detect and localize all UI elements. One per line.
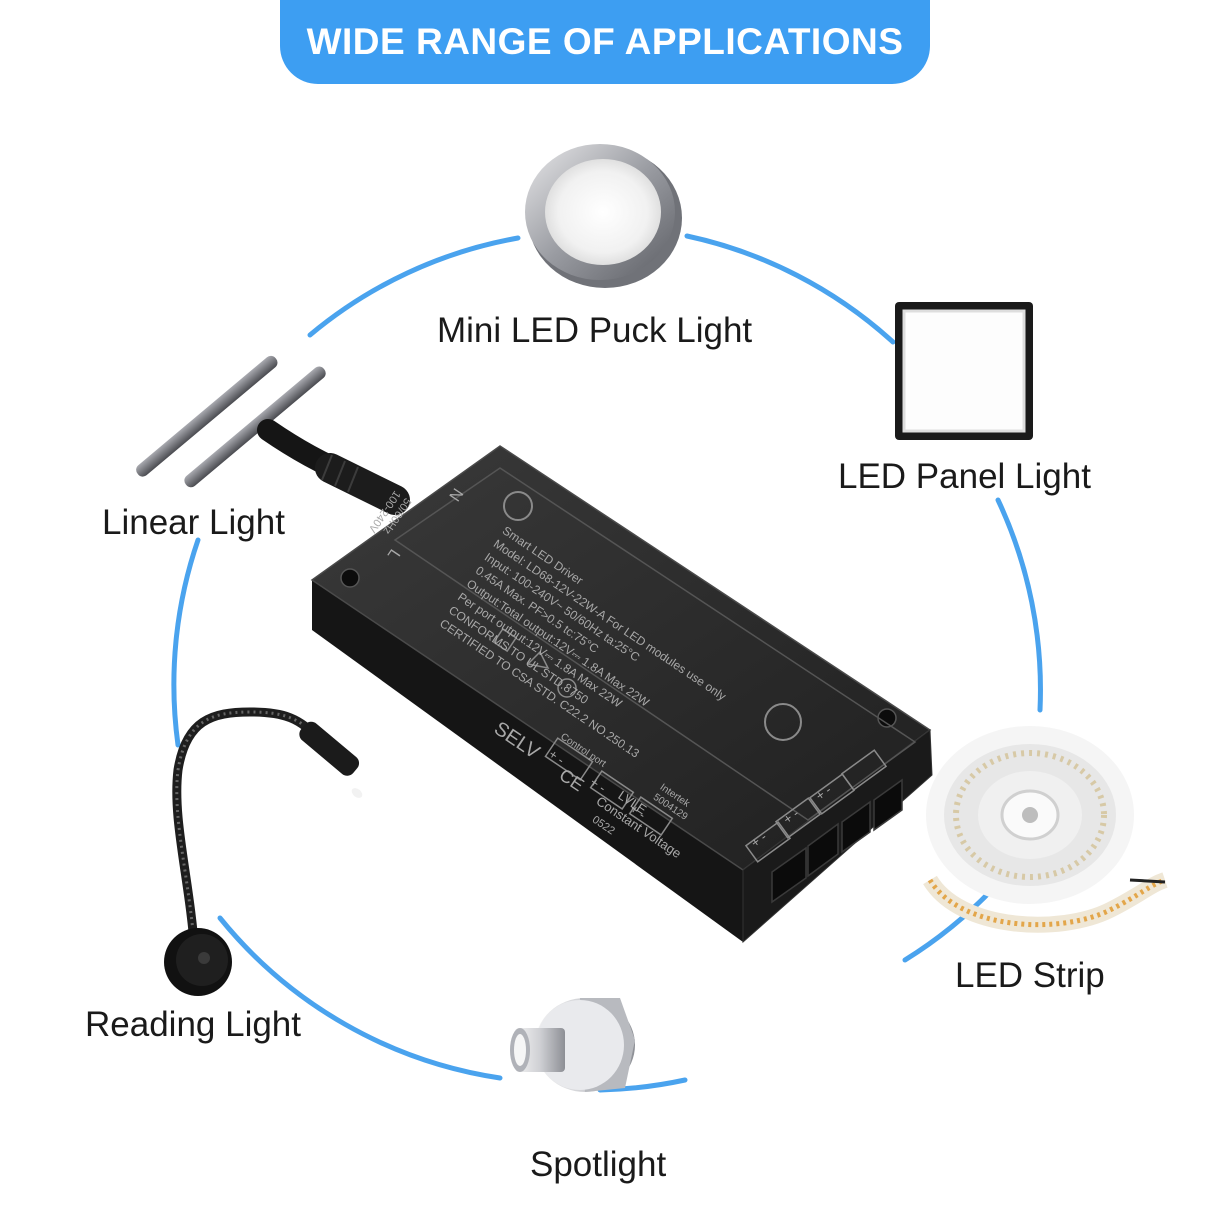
driver-port-polarity: + - <box>813 782 834 803</box>
driver-port-polarity: + - <box>546 746 567 767</box>
label-reading-light: Reading Light <box>85 1005 301 1044</box>
label-led-strip: LED Strip <box>955 956 1105 995</box>
driver-port-polarity: + - <box>587 774 608 795</box>
driver-port-polarity: + - <box>627 801 648 822</box>
led-driver-device: Smart LED Driver Model: LD68-12V-22W-A F… <box>257 419 933 944</box>
driver-port-polarity: + - <box>748 829 769 850</box>
label-spotlight: Spotlight <box>530 1145 667 1184</box>
label-led-panel-light: LED Panel Light <box>838 457 1091 496</box>
label-linear-light: Linear Light <box>102 503 285 542</box>
led-strip-icon <box>923 726 1168 933</box>
banner-title: WIDE RANGE OF APPLICATIONS <box>306 21 904 62</box>
connection-ring <box>171 233 1043 1093</box>
reading-light-icon <box>164 707 363 996</box>
puck-light-icon <box>525 144 682 288</box>
spotlight-icon <box>510 998 635 1092</box>
linear-light-icon <box>136 355 326 488</box>
panel-light-icon <box>895 302 1033 440</box>
driver-port-polarity: + - <box>780 806 801 827</box>
title-banner: WIDE RANGE OF APPLICATIONS <box>280 0 930 84</box>
label-mini-led-puck-light: Mini LED Puck Light <box>437 311 753 350</box>
